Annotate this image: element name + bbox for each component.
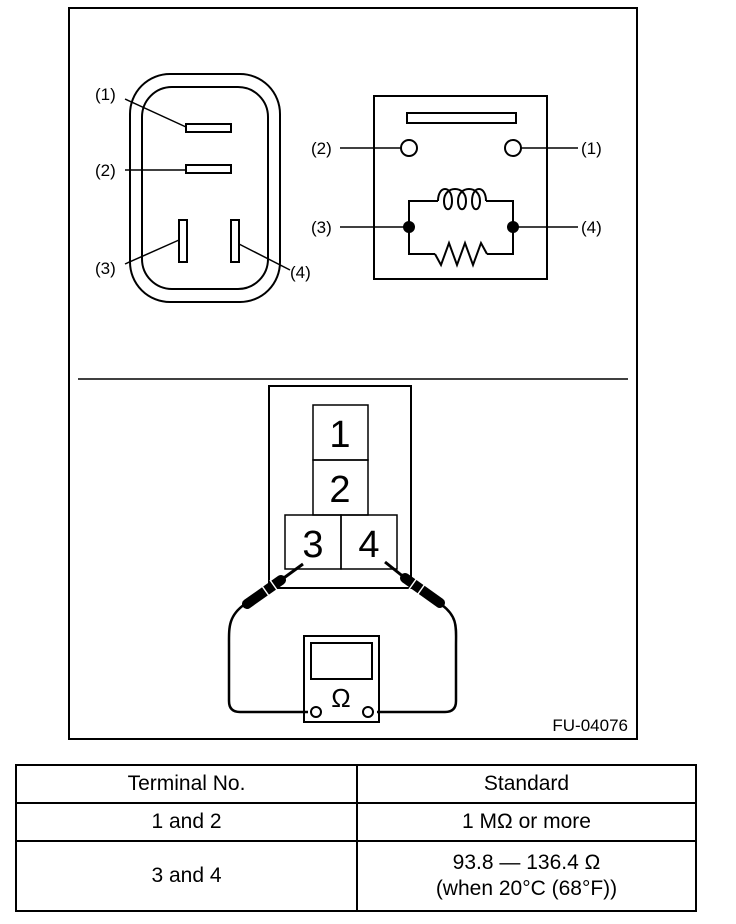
connector-label-3: (3) xyxy=(95,259,116,278)
header-standard: Standard xyxy=(356,764,697,804)
spec-table: Terminal No. Standard 1 and 2 1 MΩ or mo… xyxy=(15,764,697,912)
terminal-2-circle xyxy=(400,139,418,157)
diagram-figure: (1) (2) (3) (4) (2) (1) (3) (4) 1 2 3 xyxy=(68,7,638,740)
ohm-symbol: Ω xyxy=(331,683,350,713)
circuit-label-1: (1) xyxy=(581,139,602,158)
harness-pin-1: 1 xyxy=(329,414,350,456)
terminal-1-circle xyxy=(504,139,522,157)
harness-pin-2: 2 xyxy=(329,469,350,511)
relay-circuit xyxy=(340,95,578,280)
cell-terminal: 1 and 2 xyxy=(15,802,358,842)
connector-label-1: (1) xyxy=(95,85,116,104)
table-row: 3 and 4 93.8 — 136.4 Ω (when 20°C (68°F)… xyxy=(15,840,697,912)
connector-label-4: (4) xyxy=(290,263,311,282)
lead-wire-right xyxy=(377,604,458,714)
harness-pin-3: 3 xyxy=(302,524,323,566)
probe-left-body xyxy=(242,575,286,609)
cell-standard: 93.8 — 136.4 Ω (when 20°C (68°F)) xyxy=(356,840,697,912)
meter-jack-left xyxy=(310,706,322,718)
relay-box xyxy=(373,95,548,280)
cell-standard: 1 MΩ or more xyxy=(356,802,697,842)
test-probes xyxy=(242,560,445,609)
meter-jack-right xyxy=(362,706,374,718)
standard-value: 93.8 — 136.4 Ω xyxy=(452,851,601,874)
figure-code: FU-04076 xyxy=(552,716,628,735)
terminal-2-slot xyxy=(185,164,232,174)
standard-condition: (when 20°C (68°F)) xyxy=(435,877,618,900)
header-terminal: Terminal No. xyxy=(15,764,358,804)
cell-terminal: 3 and 4 xyxy=(15,840,358,912)
harness-pin-4: 4 xyxy=(358,524,379,566)
figure-frame xyxy=(68,7,638,740)
circuit-label-4: (4) xyxy=(581,218,602,237)
circuit-label-3: (3) xyxy=(311,218,332,237)
connector-label-2: (2) xyxy=(95,161,116,180)
lead-wire-left xyxy=(227,602,308,714)
ohmmeter xyxy=(303,635,380,723)
resistor-symbol xyxy=(434,240,488,268)
connector-face xyxy=(124,73,291,303)
terminal-4-slot xyxy=(230,219,240,263)
circuit-label-2: (2) xyxy=(311,139,332,158)
terminal-3-slot xyxy=(178,219,188,263)
harness-connector xyxy=(268,385,412,589)
coil-symbol xyxy=(437,188,487,211)
terminal-1-slot xyxy=(185,123,232,133)
probe-right-body xyxy=(400,573,445,608)
relay-contact-bar xyxy=(406,112,517,124)
table-header-row: Terminal No. Standard xyxy=(15,764,697,804)
meter-display xyxy=(310,642,373,680)
table-row: 1 and 2 1 MΩ or more xyxy=(15,802,697,842)
